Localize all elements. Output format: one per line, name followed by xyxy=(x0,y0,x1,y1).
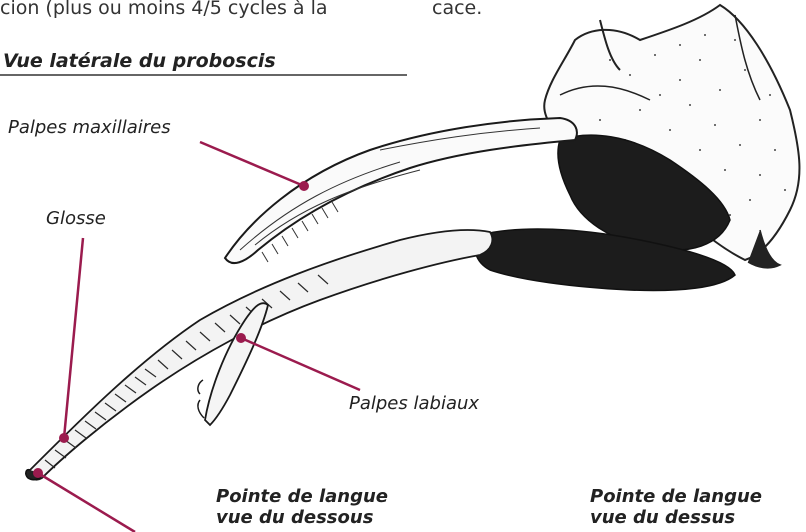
leader-palpes-maxillaires xyxy=(200,142,309,191)
glossa xyxy=(30,230,493,480)
caption-topside-line2: vue du dessus xyxy=(590,507,762,528)
caption-underside: Pointe de langue vue du dessous xyxy=(216,486,388,528)
leader-tongue-tip xyxy=(33,468,135,532)
caption-topside-line1: Pointe de langue xyxy=(590,486,762,507)
leader-glosse xyxy=(59,238,83,443)
label-palpes-labiaux: Palpes labiaux xyxy=(349,393,479,414)
caption-topside: Pointe de langue vue du dessus xyxy=(590,486,762,528)
caption-underside-line1: Pointe de langue xyxy=(216,486,388,507)
caption-underside-line2: vue du dessous xyxy=(216,507,388,528)
label-glosse: Glosse xyxy=(46,208,106,229)
label-palpes-maxillaires: Palpes maxillaires xyxy=(8,117,171,138)
